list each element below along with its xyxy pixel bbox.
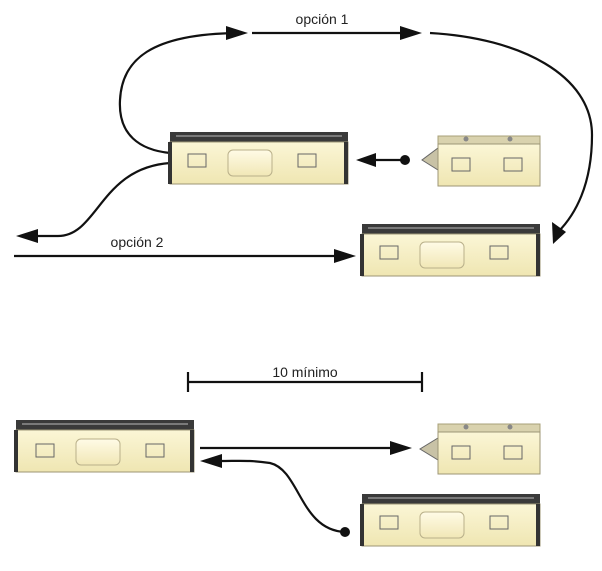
- coupling-dot: [400, 155, 410, 165]
- option2-label: opción 2: [111, 234, 164, 250]
- railcar: [360, 224, 541, 277]
- option2-exit-path: [34, 161, 171, 238]
- locomotive: [437, 423, 541, 475]
- option1-label: opción 1: [296, 11, 349, 27]
- option1-loop-path: [118, 31, 239, 155]
- arrowhead: [552, 222, 566, 244]
- locomotive-coupler: [419, 437, 439, 461]
- arrowhead: [390, 441, 412, 455]
- locomotive: [437, 135, 541, 187]
- locomotive-coupler: [421, 147, 439, 171]
- railcar: [168, 132, 349, 185]
- railcar: [360, 494, 541, 547]
- arrowhead: [400, 26, 422, 40]
- arrowhead: [16, 229, 38, 243]
- arrowhead: [200, 454, 222, 468]
- arrowhead: [356, 153, 376, 167]
- arrowhead: [334, 249, 356, 263]
- return-curve-path: [219, 459, 346, 534]
- option1-return-path: [429, 31, 594, 233]
- arrowhead: [226, 26, 248, 40]
- start-dot: [340, 527, 350, 537]
- min-distance-label: 10 mínimo: [272, 364, 338, 380]
- railcar: [14, 420, 195, 473]
